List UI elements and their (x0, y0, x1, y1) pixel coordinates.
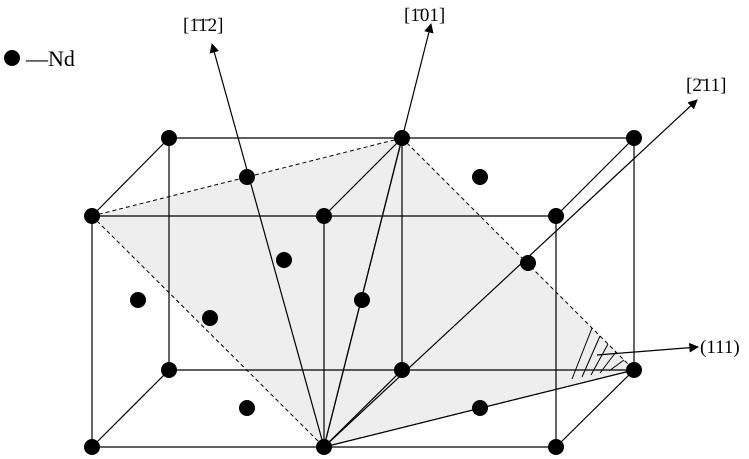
atom (316, 439, 332, 455)
direction-label-112: [1̄1̄2] (183, 15, 223, 36)
atom (394, 130, 410, 146)
atom (548, 439, 564, 455)
nd-atoms (84, 130, 642, 455)
atom (626, 362, 642, 378)
atom (84, 208, 100, 224)
atom (472, 169, 488, 185)
legend-atom-icon (4, 50, 20, 66)
atom (354, 292, 370, 308)
atom (520, 255, 536, 271)
atom (548, 208, 564, 224)
atom (84, 439, 100, 455)
atom (626, 130, 642, 146)
plane-label-111: (111) (700, 337, 740, 358)
direction-vectors (209, 23, 699, 448)
direction-arrow-111 (596, 342, 699, 356)
legend-label: —Nd (25, 46, 75, 71)
atom (316, 208, 332, 224)
direction-arrow-101 (323, 23, 434, 448)
atom (161, 362, 177, 378)
atom (239, 169, 255, 185)
atom (202, 310, 218, 326)
direction-label-211: [2̄11] (686, 75, 726, 96)
direction-label-101: [1̄01] (404, 5, 445, 26)
direction-arrow-211 (323, 99, 698, 448)
atom (276, 252, 292, 268)
atom (130, 292, 146, 308)
atom (394, 362, 410, 378)
atom (239, 400, 255, 416)
direction-arrow-112 (209, 43, 325, 448)
atom (472, 400, 488, 416)
atom (161, 130, 177, 146)
